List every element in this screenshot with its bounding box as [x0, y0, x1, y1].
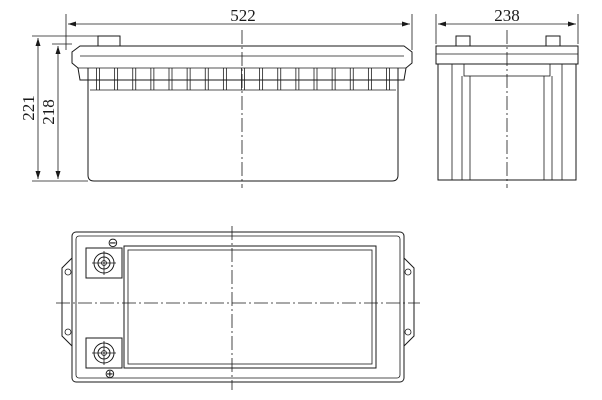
negative-symbol: ⊖ [108, 236, 119, 251]
dimension-width-label: 238 [494, 6, 520, 25]
mount-hole [404, 328, 412, 336]
front-lid [71, 45, 413, 81]
top-ear-right [403, 257, 415, 347]
positive-terminal: ⊕ [85, 337, 123, 382]
dimension-total-height: 221 [19, 35, 98, 182]
dimension-length: 522 [65, 6, 413, 50]
side-view: 238 [435, 6, 579, 188]
dimension-container-height: 218 [39, 43, 72, 179]
front-ribs [96, 68, 390, 90]
mount-hole [64, 268, 72, 276]
negative-terminal: ⊖ [85, 236, 123, 279]
mount-hole [64, 328, 72, 336]
top-ear-left [61, 257, 73, 347]
top-outline [71, 231, 405, 383]
front-terminal-left [97, 35, 121, 47]
front-view: 522 221 218 [19, 6, 413, 188]
positive-symbol: ⊕ [105, 367, 116, 382]
top-view: ⊖ ⊕ [56, 226, 420, 390]
dimension-length-label: 522 [230, 6, 256, 25]
dimension-container-height-label: 218 [39, 99, 58, 125]
side-terminal-right [545, 35, 561, 47]
dimension-total-height-label: 221 [19, 95, 38, 121]
dimension-width: 238 [435, 6, 579, 44]
top-inner-panel [123, 245, 377, 369]
front-body [87, 68, 399, 182]
side-terminal-left [455, 35, 471, 47]
mount-hole [404, 268, 412, 276]
